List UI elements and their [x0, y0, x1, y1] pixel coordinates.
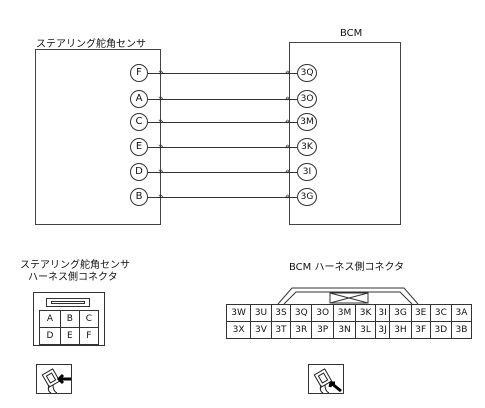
wire	[148, 122, 297, 123]
sensor-pin: D	[130, 163, 148, 181]
connector-front-view-icon	[308, 364, 344, 394]
bcm-connector-cell: 3B	[450, 321, 473, 339]
bcm-connector-cell: 3K	[355, 304, 376, 322]
bcm-connector-latch	[277, 287, 419, 304]
connector-front-view-icon	[36, 364, 72, 394]
connector-chevron-icon: »	[158, 167, 164, 177]
bcm-connector-cell: 3V	[250, 321, 272, 339]
sensor-connector-cell: E	[59, 327, 80, 345]
wire	[148, 73, 297, 74]
bcm-pin: 3O	[297, 90, 317, 108]
bcm-pin: 3K	[297, 138, 317, 156]
bcm-connector-cell: 3U	[250, 304, 272, 322]
connector-chevron-icon: »	[158, 94, 164, 104]
sensor-connector-title-1: ステアリング舵角センサ	[20, 260, 130, 271]
sensor-connector-grid: A B C D E F	[39, 310, 100, 345]
bcm-connector-cell: 3M	[332, 304, 357, 322]
sensor-connector-cell: A	[39, 310, 61, 328]
bcm-connector-cell: 3T	[270, 321, 292, 339]
bcm-connector-cell: 3G	[389, 304, 412, 322]
bcm-connector-cell: 3P	[311, 321, 334, 339]
sensor-pin: F	[130, 64, 148, 82]
wire	[148, 147, 297, 148]
bcm-connector-cell: 3S	[270, 304, 292, 322]
bcm-connector-cell: 3H	[389, 321, 412, 339]
bcm-connector-cell: 3L	[355, 321, 376, 339]
wire	[148, 197, 297, 198]
connector-latch	[46, 298, 90, 307]
bcm-title: BCM	[340, 28, 363, 39]
sensor-connector-cell: C	[78, 310, 100, 328]
bcm-connector-cell: 3E	[410, 304, 431, 322]
sensor-connector-title-2: ハーネス側コネクタ	[28, 272, 118, 283]
wire	[148, 172, 297, 173]
bcm-connector-cell: 3X	[225, 321, 252, 339]
bcm-pin: 3G	[297, 188, 317, 206]
bcm-connector-cell: 3O	[311, 304, 334, 322]
connector-chevron-icon: »	[158, 192, 164, 202]
bcm-connector-cell: 3N	[332, 321, 357, 339]
sensor-connector-cell: F	[78, 327, 100, 345]
connector-chevron-icon: »	[158, 68, 164, 78]
bcm-connector-cell: 3W	[225, 304, 252, 322]
sensor-title: ステアリング舵角センサ	[36, 39, 146, 50]
sensor-connector-housing: A B C D E F	[33, 292, 105, 346]
connector-chevron-icon: »	[158, 142, 164, 152]
bcm-connector-cell: 3C	[429, 304, 452, 322]
sensor-connector-cell: D	[39, 327, 61, 345]
wire	[148, 99, 297, 100]
bcm-connector-title: BCM ハーネス側コネクタ	[289, 262, 405, 273]
sensor-pin: C	[130, 113, 148, 131]
connector-chevron-icon: »	[158, 117, 164, 127]
bcm-pin: 3Q	[297, 64, 317, 82]
bcm-connector-cell: 3J	[374, 321, 391, 339]
connector-chevron-icon: «	[285, 192, 291, 202]
bcm-connector-cell: 3Q	[290, 304, 313, 322]
connector-chevron-icon: «	[285, 142, 291, 152]
connector-chevron-icon: «	[285, 94, 291, 104]
sensor-pin: B	[130, 188, 148, 206]
bcm-connector-cell: 3I	[374, 304, 391, 322]
bcm-connector-cell: 3R	[290, 321, 313, 339]
bcm-connector-cell: 3D	[429, 321, 452, 339]
connector-chevron-icon: «	[285, 68, 291, 78]
sensor-pin: E	[130, 138, 148, 156]
bcm-connector-cell: 3A	[450, 304, 473, 322]
bcm-pin: 3I	[297, 163, 317, 181]
connector-chevron-icon: «	[285, 167, 291, 177]
bcm-connector-cell: 3F	[410, 321, 431, 339]
connector-chevron-icon: «	[285, 117, 291, 127]
bcm-pin: 3M	[297, 113, 317, 131]
sensor-pin: A	[130, 90, 148, 108]
sensor-connector-cell: B	[59, 310, 80, 328]
